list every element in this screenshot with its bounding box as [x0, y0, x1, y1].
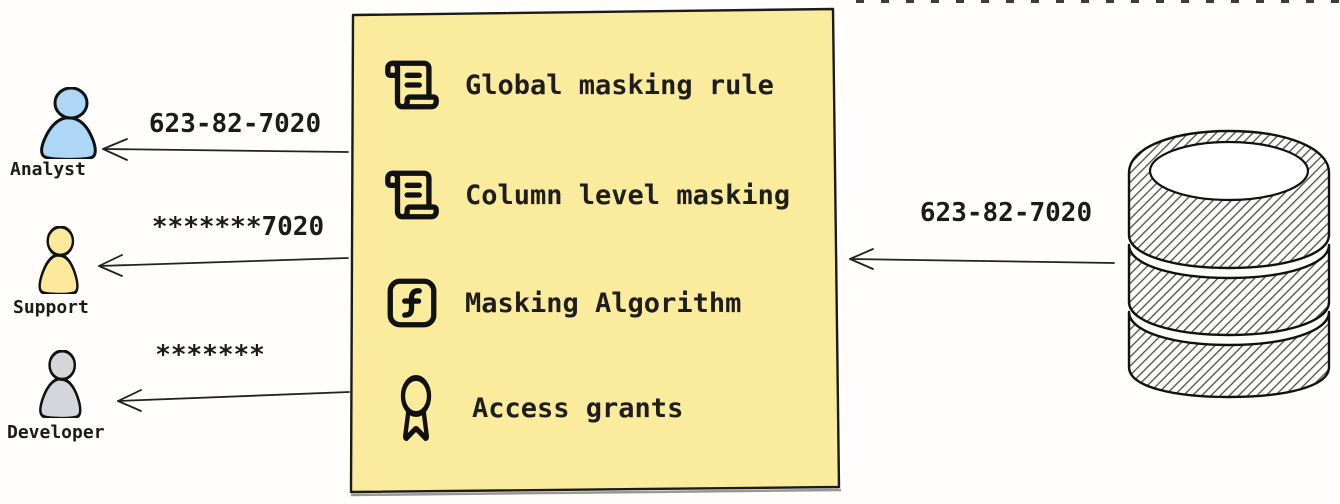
- arrow-to-analyst: [102, 138, 349, 161]
- box-item-label: Global masking rule: [465, 69, 774, 101]
- support-arrow-value: *******7020: [151, 212, 325, 242]
- analyst-arrow-value: 623-82-7020: [148, 109, 322, 139]
- support-label: Support: [13, 297, 89, 318]
- analyst-person-icon: [40, 87, 97, 159]
- arrow-to-support: [98, 254, 349, 277]
- box-item-label: Masking Algorithm: [465, 287, 742, 319]
- function-square-icon: [387, 278, 437, 328]
- arrow-database-to-box: [849, 248, 1115, 270]
- box-item-global-masking-rule: Global masking rule: [383, 54, 774, 116]
- database-icon: [1127, 129, 1331, 399]
- masking-box: [349, 7, 841, 494]
- box-item-label: Column level masking: [465, 179, 791, 211]
- analyst-label: Analyst: [10, 159, 86, 180]
- support-person-icon: [38, 226, 79, 294]
- scroll-text-icon: [385, 170, 439, 220]
- developer-arrow-value: *******: [155, 340, 265, 370]
- developer-label: Developer: [7, 422, 105, 443]
- masking-box-shadow: [350, 488, 842, 497]
- box-item-label: Access grants: [472, 392, 684, 424]
- box-item-masking-algorithm: Masking Algorithm: [383, 272, 741, 334]
- box-item-access-grants: Access grants: [390, 372, 683, 444]
- box-item-column-level-masking: Column level masking: [383, 164, 790, 226]
- database-arrow-value: 623-82-7020: [919, 198, 1093, 228]
- award-icon: [400, 375, 432, 441]
- arrow-to-developer: [117, 389, 350, 412]
- scroll-text-icon: [385, 60, 439, 110]
- developer-person-icon: [39, 350, 82, 418]
